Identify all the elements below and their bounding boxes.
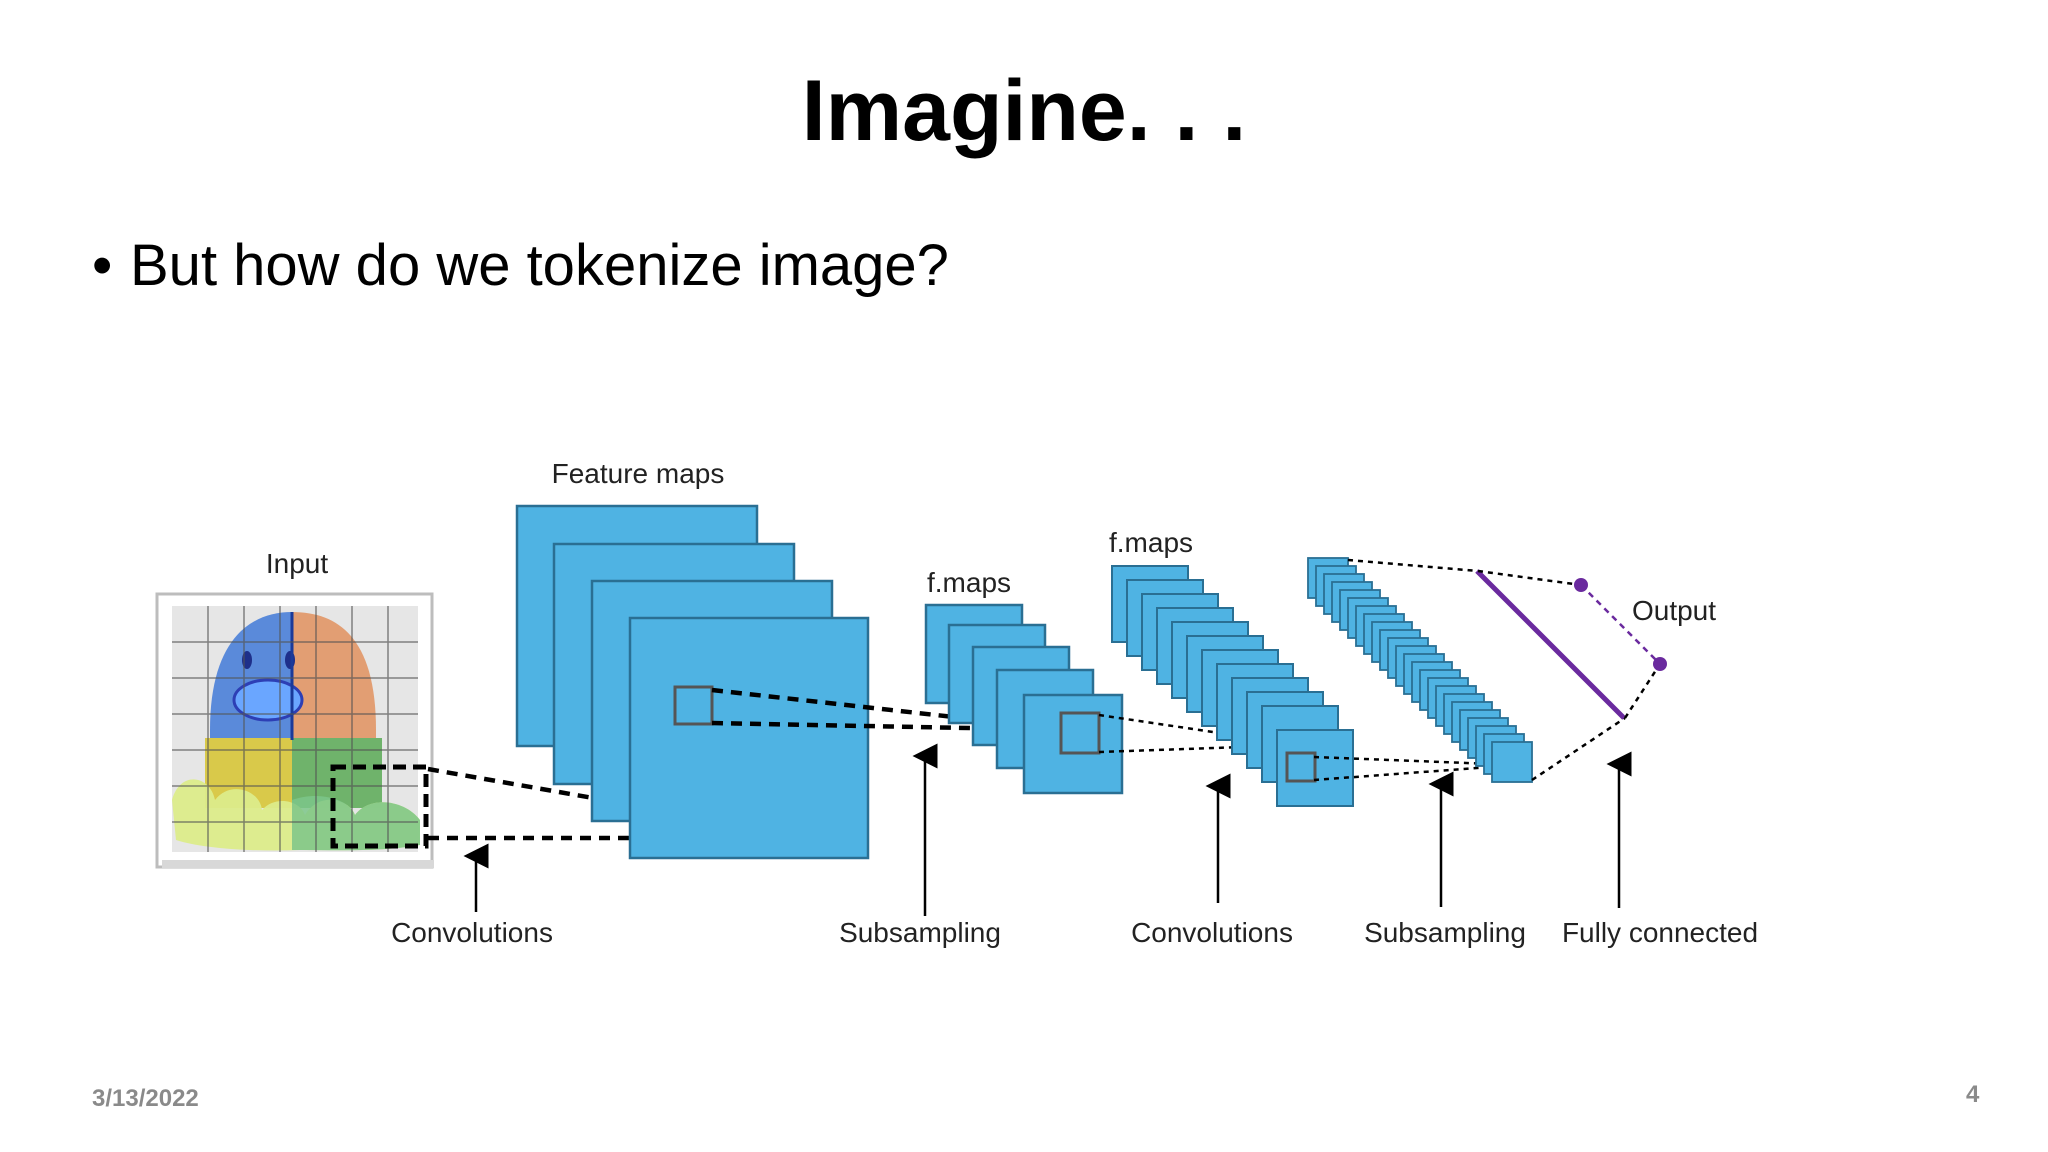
layer-arrows	[463, 743, 1632, 916]
label-input: Input	[266, 548, 328, 579]
label-fmaps-2: f.maps	[1109, 527, 1193, 558]
slide-title: Imagine. . .	[801, 63, 1247, 159]
fmaps-stack-3	[1307, 557, 1533, 783]
output-node-1	[1574, 578, 1588, 592]
page-number: 4	[1966, 1081, 1980, 1108]
projection-lines-2	[711, 687, 1071, 733]
label-subsampling-1: Subsampling	[839, 917, 1001, 948]
label-subsampling-2: Subsampling	[1364, 917, 1526, 948]
fmaps-stack-1	[924, 603, 1124, 795]
bullet-dot: •	[92, 233, 113, 298]
projection-lines-3	[1098, 713, 1301, 754]
label-fully-connected: Fully connected	[1562, 917, 1758, 948]
fully-connected-layer	[1347, 558, 1667, 782]
feature-maps-stack	[515, 504, 870, 860]
kernel-window-2	[1059, 711, 1101, 755]
label-feature-maps: Feature maps	[552, 458, 725, 489]
fmaps-stack-2	[1111, 565, 1354, 807]
bullet-text: But how do we tokenize image?	[130, 233, 949, 298]
input-image	[155, 592, 434, 869]
label-convolutions-2: Convolutions	[1131, 917, 1293, 948]
kernel-window-3	[1285, 751, 1317, 783]
bullet-item: • But how do we tokenize image?	[92, 232, 949, 299]
label-fmaps-1: f.maps	[927, 567, 1011, 598]
label-convolutions-1: Convolutions	[391, 917, 553, 948]
output-node-2	[1653, 657, 1667, 671]
label-output: Output	[1632, 595, 1716, 626]
kernel-window-1	[673, 685, 714, 726]
footer-date: 3/13/2022	[92, 1085, 199, 1112]
